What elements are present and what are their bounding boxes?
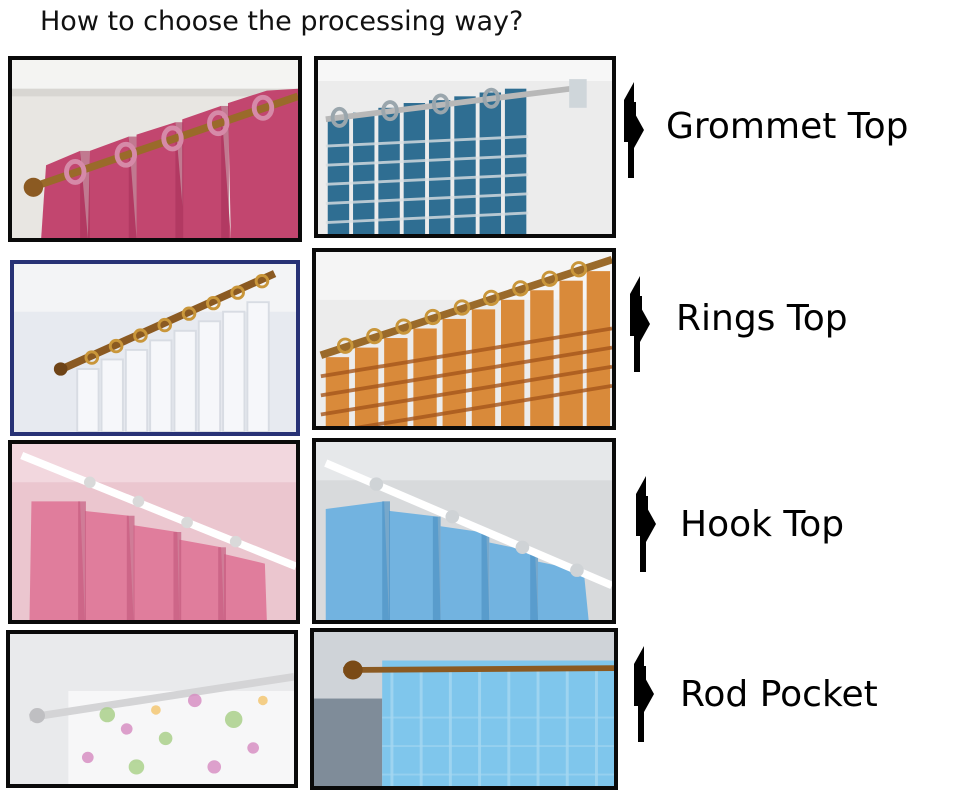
row-label-hook-top: Hook Top bbox=[680, 504, 845, 545]
page-title: How to choose the processing way? bbox=[40, 6, 524, 37]
blue-striped-grommet-curtain-photo bbox=[314, 56, 616, 238]
blue-sheer-rod-pocket-photo bbox=[310, 628, 618, 790]
chevron-right-icon bbox=[630, 276, 650, 372]
row-label-rings-top: Rings Top bbox=[676, 298, 848, 339]
chevron-right-icon bbox=[624, 82, 644, 178]
chevron-right-icon bbox=[634, 646, 654, 742]
blue-hook-curtain-photo bbox=[312, 438, 616, 624]
floral-sheer-rod-pocket-photo bbox=[6, 630, 298, 788]
orange-striped-rings-curtain-photo bbox=[312, 248, 616, 430]
chevron-right-icon bbox=[636, 476, 656, 572]
pink-grommet-curtain-photo bbox=[8, 56, 302, 242]
pink-hook-curtain-photo bbox=[8, 440, 300, 624]
row-label-rod-pocket: Rod Pocket bbox=[680, 674, 878, 715]
white-sheer-rings-curtain-photo bbox=[10, 260, 300, 436]
row-label-grommet-top: Grommet Top bbox=[666, 106, 909, 147]
